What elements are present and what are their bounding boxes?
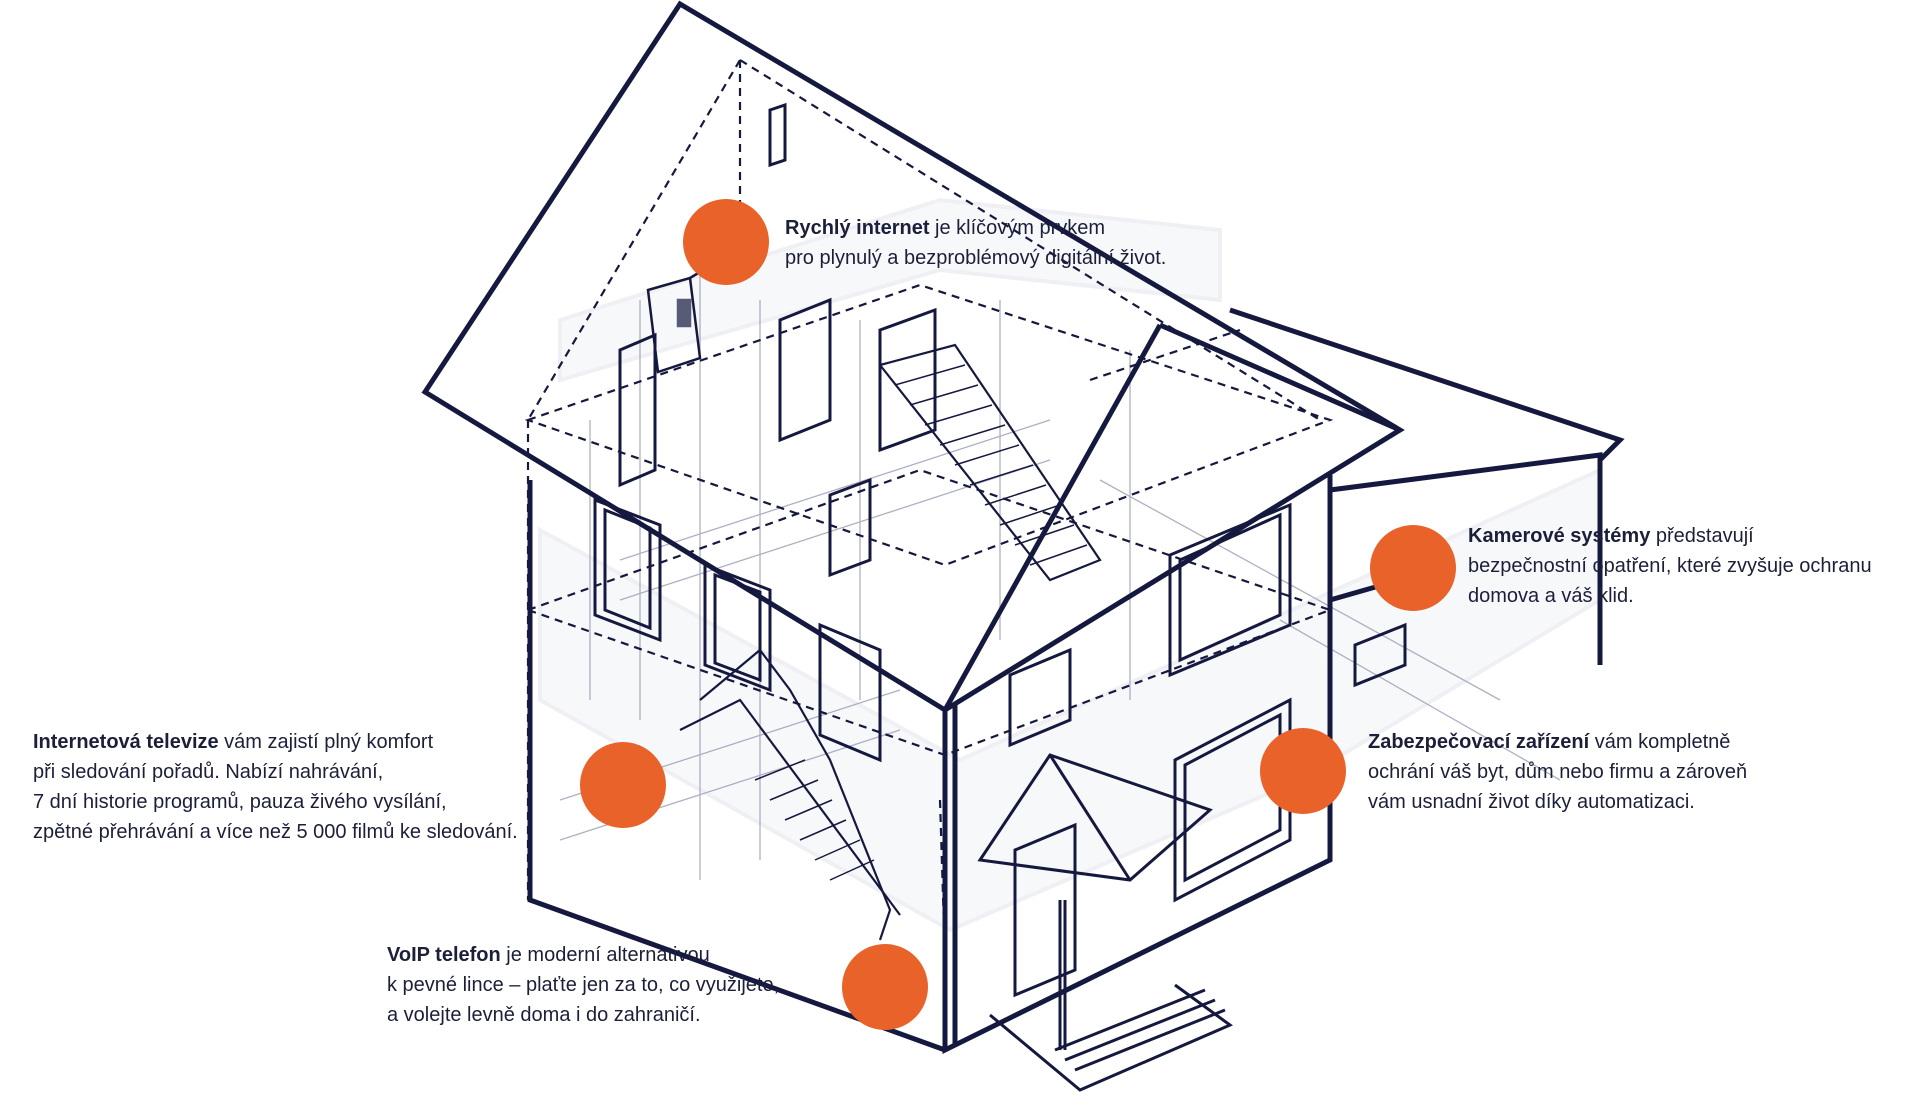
internet-title: Rychlý internet — [785, 217, 930, 239]
cameras-callout: Kamerové systémy představují bezpečnostn… — [1468, 521, 1872, 611]
voip-text-1: je moderní alternativou — [500, 944, 710, 966]
cameras-title: Kamerové systémy — [1468, 525, 1651, 547]
cameras-text-2: bezpečnostní opatření, které zvyšuje och… — [1468, 555, 1872, 577]
internet-callout: Rychlý internet je klíčovým prvkem pro p… — [785, 213, 1166, 273]
tv-text-4: zpětné přehrávání a více než 5 000 filmů… — [33, 821, 518, 843]
cameras-marker[interactable] — [1370, 525, 1456, 611]
voip-marker[interactable] — [842, 944, 928, 1030]
cameras-text-3: domova a váš klid. — [1468, 585, 1634, 607]
tv-text-3: 7 dní historie programů, pauza živého vy… — [33, 791, 447, 813]
internet-marker[interactable] — [683, 199, 769, 285]
wall-device — [646, 270, 702, 374]
tv-text-1: vám zajistí plný komfort — [218, 731, 434, 753]
tv-text-2: při sledování pořadů. Nabízí nahrávání, — [33, 761, 384, 783]
security-text-1: vám kompletně — [1589, 731, 1731, 753]
voip-title: VoIP telefon — [387, 944, 501, 966]
tv-marker[interactable] — [580, 742, 666, 828]
internet-text-1: je klíčovým prvkem — [929, 217, 1106, 239]
cameras-text-1: představují — [1650, 525, 1754, 547]
security-marker[interactable] — [1260, 728, 1346, 814]
voip-text-3: a volejte levně doma i do zahraničí. — [387, 1004, 701, 1026]
tv-callout: Internetová televize vám zajistí plný ko… — [33, 727, 518, 847]
tv-title: Internetová televize — [33, 731, 219, 753]
security-callout: Zabezpečovací zařízení vám kompletně och… — [1368, 727, 1747, 817]
security-text-3: vám usnadní život díky automatizaci. — [1368, 791, 1695, 813]
house-outline — [421, 0, 1625, 1055]
security-title: Zabezpečovací zařízení — [1368, 731, 1590, 753]
stair-steps — [754, 364, 1088, 881]
internet-text-2: pro plynulý a bezproblémový digitální ži… — [785, 247, 1167, 269]
voip-callout: VoIP telefon je moderní alternativou k p… — [387, 940, 779, 1030]
security-text-2: ochrání váš byt, dům nebo firmu a zárove… — [1368, 761, 1748, 783]
voip-text-2: k pevné lince – plaťte jen za to, co vyu… — [387, 974, 780, 996]
entrance — [977, 753, 1234, 1092]
staircases — [679, 343, 1102, 941]
windows — [593, 102, 1407, 903]
